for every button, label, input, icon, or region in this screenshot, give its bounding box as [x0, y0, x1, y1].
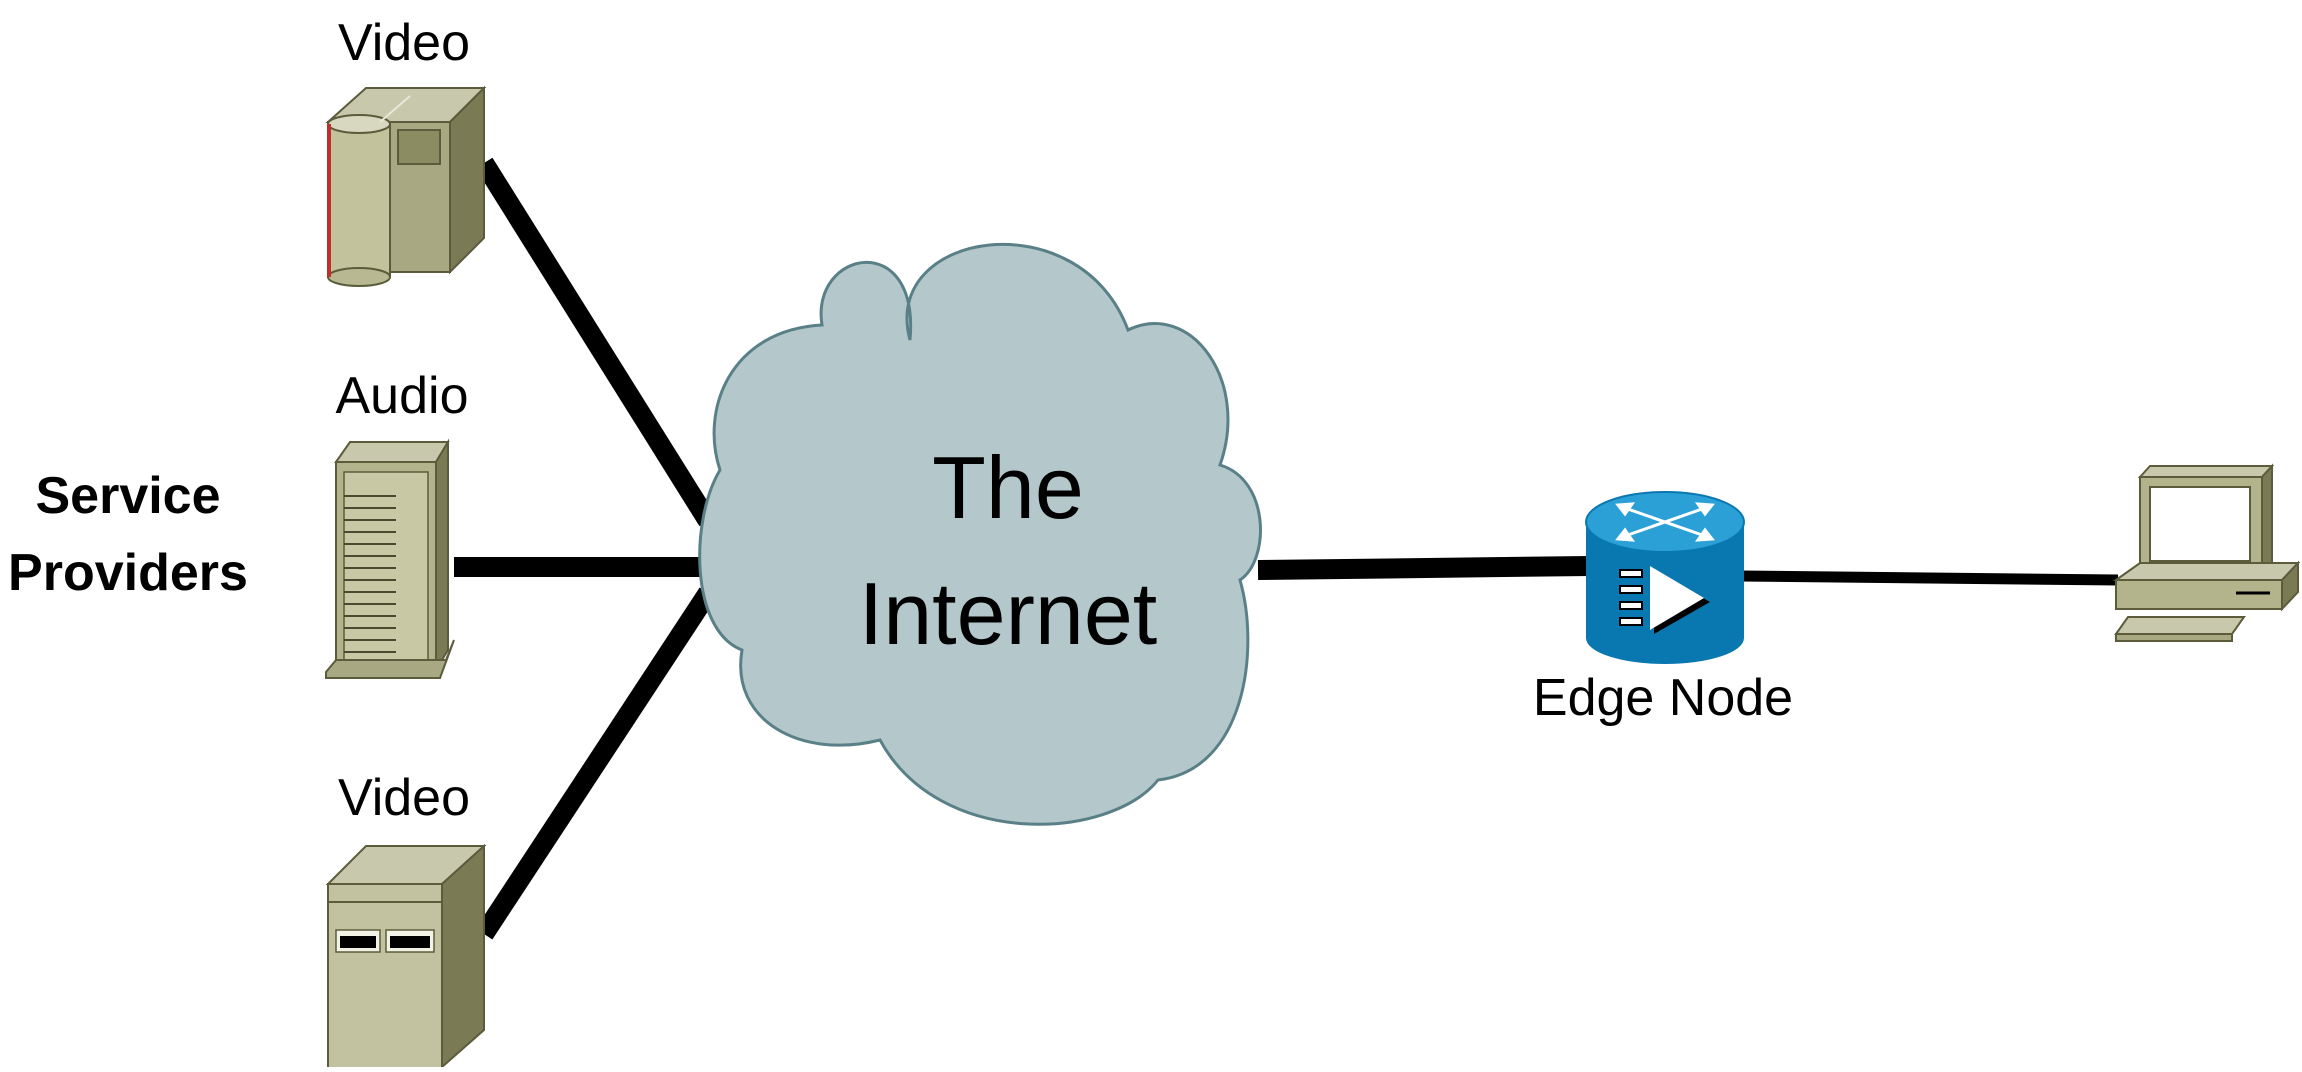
- video-server-icon: [325, 85, 487, 287]
- service-providers-line-1: Service: [35, 467, 221, 525]
- edge-node-label: Edge Node: [1532, 669, 1794, 727]
- audio-server-icon: [325, 438, 455, 679]
- cloud-label-line-1: The: [932, 438, 1084, 537]
- provider-label-video-bottom: Video: [337, 769, 471, 827]
- client-computer-icon: [2112, 463, 2301, 642]
- provider-label-video-top: Video: [337, 14, 471, 72]
- links: [454, 157, 2119, 940]
- internet-cloud-label: The Internet: [859, 425, 1157, 677]
- video-server-icon-2: [325, 843, 487, 1070]
- cloud-label-line-2: Internet: [858, 564, 1158, 663]
- service-providers-line-2: Providers: [8, 544, 248, 602]
- edge-node-router-icon: [1585, 491, 1745, 664]
- link-video-top-to-internet: [475, 157, 717, 527]
- link-video-bottom-to-internet: [475, 587, 717, 940]
- cloud-icon: [698, 242, 1262, 826]
- service-providers-label: Service Providers: [8, 458, 248, 612]
- link-internet-to-edge-node: [1257, 556, 1591, 580]
- provider-label-audio: Audio: [335, 367, 469, 425]
- link-edge-node-to-client: [1739, 570, 2119, 586]
